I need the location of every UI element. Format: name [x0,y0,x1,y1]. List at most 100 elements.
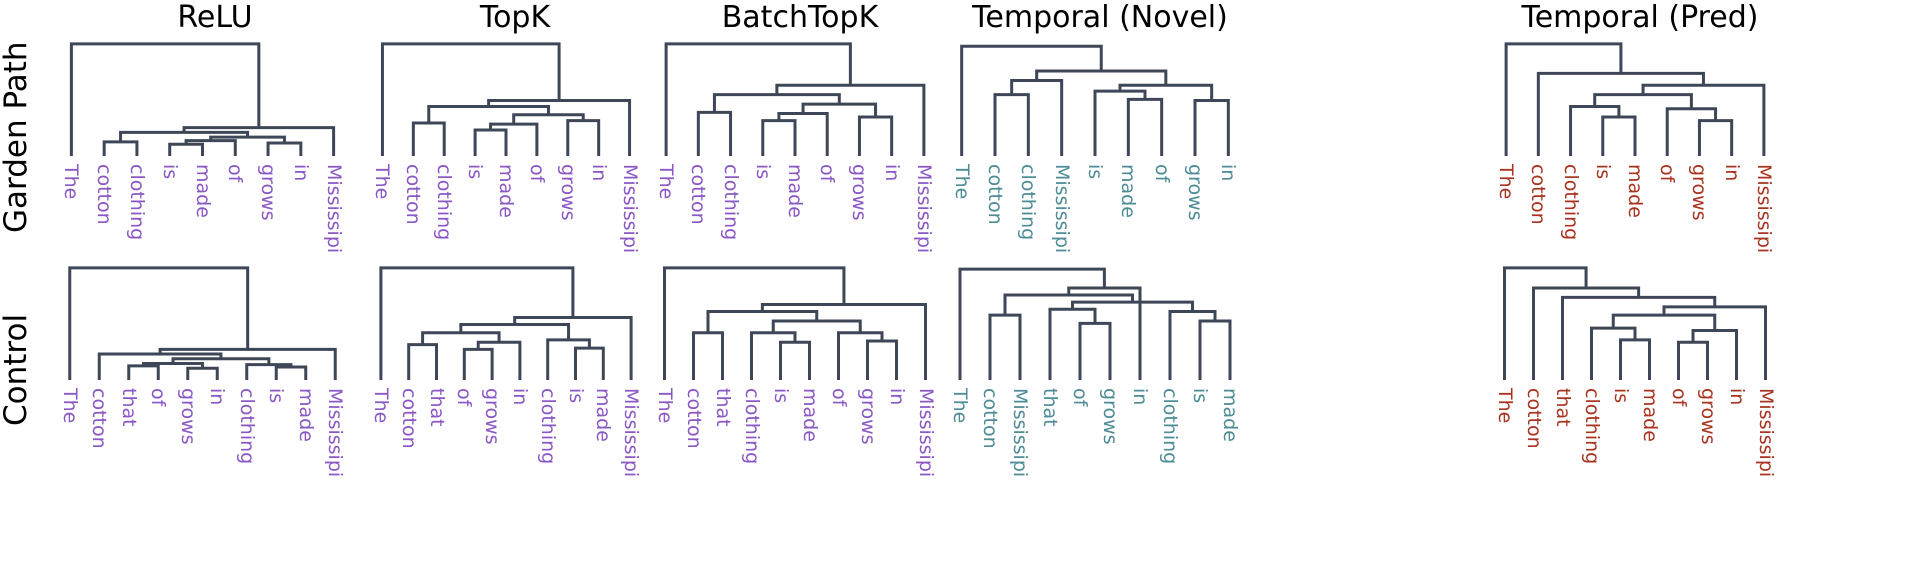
dendrogram-link [487,99,632,156]
leaf-label: Mississipi [324,388,347,478]
dendrogram-link [1697,119,1734,156]
dendrogram-link [68,266,250,380]
leaf-label: made [592,388,615,442]
dendrogram-link [513,315,633,380]
leaf-label: The [949,388,971,424]
row-label-control: Control [0,313,34,427]
leaf-label: Mississipi [1752,164,1775,254]
dendrogram-link [171,357,271,365]
leaf-label: that [425,388,448,427]
leaf-label: The [58,388,81,424]
dendrogram-link [407,343,438,380]
leaf-label: of [1667,388,1690,407]
leaf-label: that [1551,388,1574,427]
leaf-label: The [1495,164,1518,200]
leaf-label: clothing [125,164,148,241]
leaf-label: is [1609,388,1632,404]
leaf-label: in [885,388,908,406]
leaf-label: made [1624,164,1646,218]
leaf-label: grows [1688,164,1711,221]
leaf-label: clothing [1580,388,1603,465]
leaf-label: of [453,388,476,407]
leaf-label: grows [257,164,280,221]
leaf-label: The [369,388,392,424]
dendrogram-link [771,319,862,333]
leaf-label: clothing [1559,164,1582,241]
dendrogram-link [142,361,204,369]
dendrogram-control-temporal-pred [1503,266,1767,380]
dendrogram-link [380,42,561,156]
dendrogram-link [857,115,894,156]
leaf-label: of [816,164,839,183]
leaf-label: Mississipi [1754,388,1777,478]
dendrogram-link [1503,266,1588,380]
leaf-label: Mississipi [914,388,937,478]
dendrogram-link [761,119,797,156]
dendrogram-link [168,142,204,156]
leaf-label: cotton [687,164,710,225]
dendrogram-link [1619,338,1651,380]
leaf-label: cotton [984,164,1006,225]
leaf-label: The [655,164,678,200]
leaf-label: Mississipi [618,164,641,254]
leaf-label: of [1656,164,1679,183]
dendrogram-garden-path-temporal-novel [960,44,1230,156]
dendrogram-link [1504,42,1623,156]
leaf-label: made [784,164,806,218]
dendrogram-link [866,339,898,380]
leaf-label: The [371,164,394,200]
leaf-label: in [587,164,610,182]
leaf-label: in [1720,164,1743,182]
dendrogram-link [574,346,605,380]
leaf-label: that [711,388,734,427]
leaf-label: cotton [402,164,425,225]
dendrogram-garden-path-batchtopk [664,42,926,156]
column-title-batchtopk: BatchTopK [721,0,879,35]
dendrogram-garden-path-topk [380,42,632,156]
dendrogram-link [1601,115,1637,156]
dendrogram-link [379,266,575,380]
leaf-label: of [525,164,548,183]
dendrogram-link [1035,69,1168,86]
leaf-label: in [1725,388,1748,406]
dendrogram-link [1590,326,1637,380]
dendrogram-link [1010,78,1064,156]
leaf-label: The [60,164,83,200]
leaf-label: in [508,388,531,406]
leaf-label: that [117,388,140,427]
column-title-temporal-novel: Temporal (Novel) [972,0,1228,35]
leaf-label: cotton [1527,164,1550,225]
leaf-label: clothing [740,388,763,465]
leaf-label: is [464,164,487,180]
dendrogram-link [1048,307,1097,380]
leaf-label: cotton [979,388,1001,449]
leaf-label: of [827,388,850,407]
dendrogram-link [958,267,1106,380]
leaf-label: made [1219,388,1241,442]
row-label-garden-path: Garden Path [0,41,34,233]
dendrogram-link [1198,319,1232,380]
leaf-label: made [294,388,317,442]
column-title-relu: ReLU [177,0,253,35]
dendrogram-link [158,347,337,380]
dendrogram-link [801,102,878,118]
leaf-label: grows [848,164,871,221]
dendrogram-link [1611,313,1717,331]
leaf-label: clothing [433,164,456,241]
leaf-label: made [798,388,821,442]
dendrogram-link [993,93,1030,156]
column-title-topk: TopK [479,0,551,35]
dendrogram-link [102,140,139,156]
leaf-label: that [1039,388,1061,427]
leaf-label: The [1493,388,1516,424]
leaf-label: is [1591,164,1614,180]
dendrogram-link [1665,107,1718,156]
